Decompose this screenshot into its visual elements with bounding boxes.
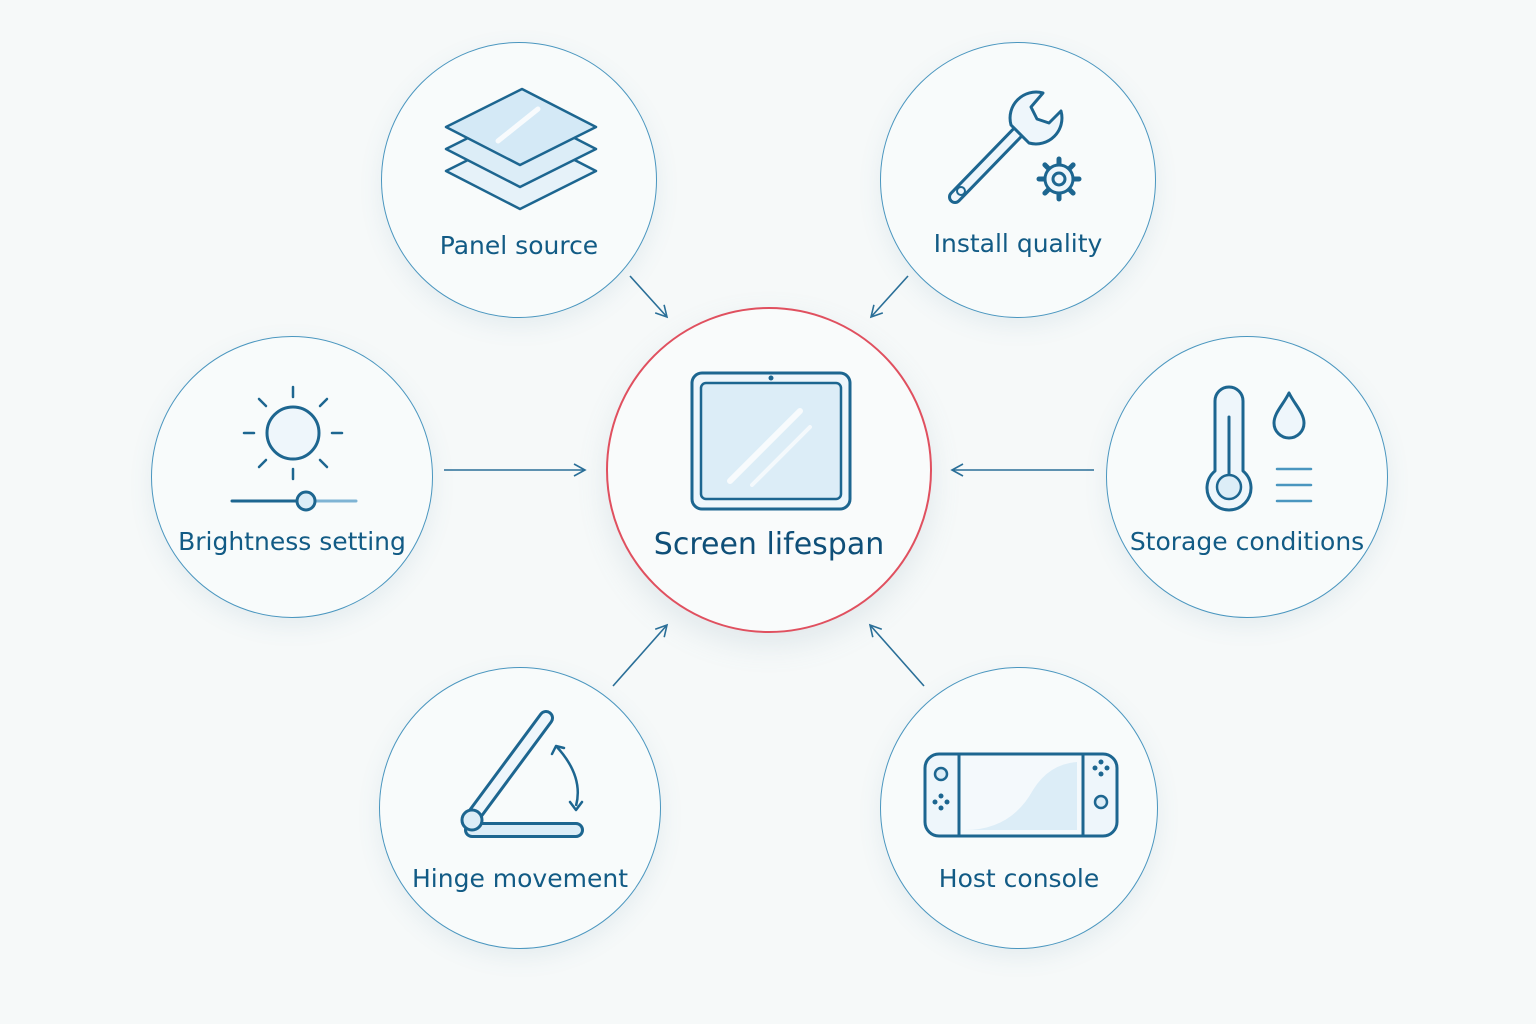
factor-label-brightness-setting: Brightness setting bbox=[178, 527, 406, 556]
factor-node-install-quality[interactable]: Install quality bbox=[880, 42, 1156, 318]
factor-label-install-quality: Install quality bbox=[933, 229, 1103, 258]
factor-label-hinge-movement: Hinge movement bbox=[412, 864, 628, 893]
stacked-panels-icon bbox=[444, 87, 598, 211]
arrow-host-console bbox=[868, 623, 925, 687]
hinge-icon bbox=[460, 710, 584, 838]
center-label: Screen lifespan bbox=[653, 527, 885, 562]
factor-node-brightness-setting[interactable]: Brightness setting bbox=[151, 336, 433, 618]
factor-label-panel-source: Panel source bbox=[439, 231, 599, 260]
factor-node-host-console[interactable]: Host console bbox=[880, 667, 1158, 949]
arrow-hinge-movement bbox=[612, 623, 669, 687]
handheld-console-icon bbox=[923, 752, 1119, 838]
arrow-panel-source bbox=[629, 275, 669, 319]
wrench-gear-icon bbox=[948, 90, 1082, 204]
center-node: Screen lifespan bbox=[606, 307, 932, 633]
sun-slider-icon bbox=[230, 385, 358, 512]
factor-node-storage-conditions[interactable]: Storage conditions bbox=[1106, 336, 1388, 618]
factor-node-panel-source[interactable]: Panel source bbox=[381, 42, 657, 318]
thermometer-droplet-icon bbox=[1205, 385, 1313, 512]
factor-label-host-console: Host console bbox=[938, 864, 1100, 893]
factor-label-storage-conditions: Storage conditions bbox=[1129, 527, 1365, 556]
arrow-install-quality bbox=[869, 275, 909, 319]
tablet-screen-icon bbox=[690, 371, 852, 511]
factor-node-hinge-movement[interactable]: Hinge movement bbox=[379, 667, 661, 949]
